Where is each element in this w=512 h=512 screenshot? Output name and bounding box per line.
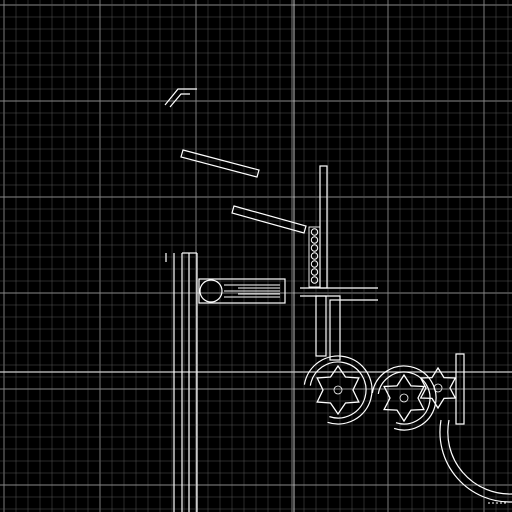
chain-frame	[308, 226, 321, 288]
chain-link[interactable]	[310, 276, 319, 284]
gear-support-frame[interactable]	[300, 287, 378, 361]
tilted-plank-ramp[interactable]	[231, 205, 307, 234]
piston-cylinder[interactable]	[198, 278, 286, 304]
gear[interactable]	[419, 366, 457, 410]
chain-link[interactable]	[310, 244, 319, 252]
gear[interactable]	[371, 365, 437, 431]
chain-link[interactable]	[310, 268, 319, 276]
tall-column[interactable]	[165, 252, 198, 512]
chain-link[interactable]	[310, 236, 319, 244]
chain-link[interactable]	[310, 228, 319, 236]
hook-piece[interactable]	[164, 88, 197, 108]
gear-train[interactable]	[303, 355, 457, 431]
chain-link[interactable]	[310, 260, 319, 268]
tilted-plank-upper[interactable]	[180, 149, 260, 178]
chain-link[interactable]	[310, 252, 319, 260]
chain-links[interactable]	[310, 228, 319, 284]
vertical-post[interactable]	[319, 165, 328, 289]
curved-track[interactable]	[439, 353, 512, 504]
gear[interactable]	[303, 355, 373, 425]
